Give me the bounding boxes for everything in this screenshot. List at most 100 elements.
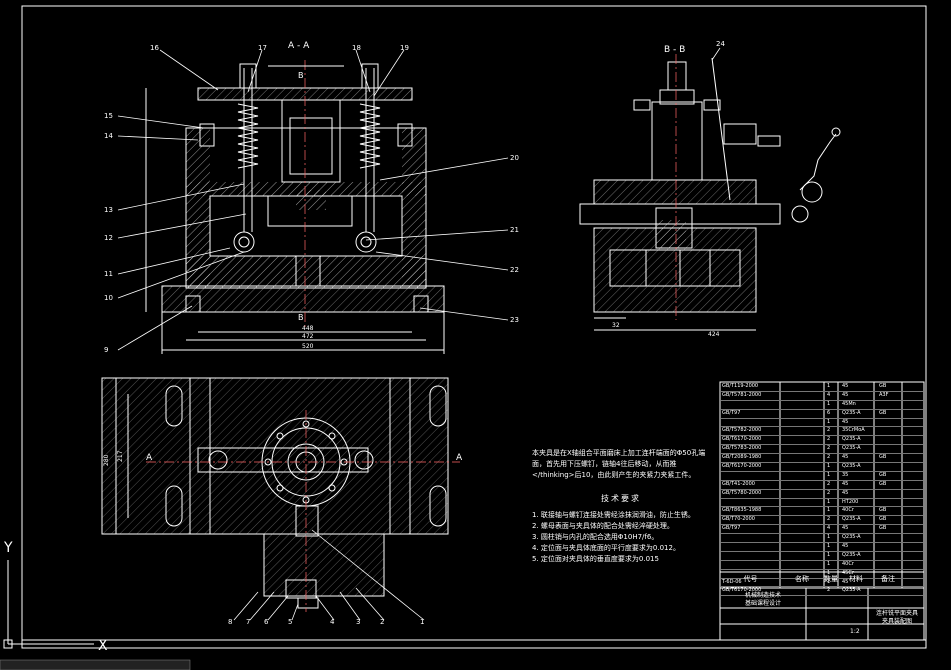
callout-number: 3 — [356, 618, 361, 626]
bom-cell: GB/T6170-2000 — [722, 587, 762, 594]
bom-cell: Q235-A — [842, 551, 861, 558]
bom-cell: 45 — [842, 454, 849, 461]
callout-number: 24 — [716, 40, 725, 48]
callout-number: 8 — [228, 618, 233, 626]
dim-424: 424 — [708, 331, 720, 338]
bom-cell: GB/T5781-2000 — [722, 391, 762, 398]
callout-number: 15 — [104, 112, 113, 120]
dim-520: 520 — [302, 343, 314, 350]
bom-cell — [781, 516, 826, 524]
bom-cell: 1 — [827, 551, 831, 558]
callout-number: 9 — [104, 346, 109, 354]
bom-cell: 1 — [827, 578, 831, 585]
bom-cell — [878, 534, 907, 542]
bom-cell: GB — [879, 507, 887, 514]
bom-cell: GB — [879, 516, 887, 523]
bom-header-qty: 数量 — [824, 575, 838, 583]
bom-cell — [721, 534, 781, 542]
bom-cell: GB/T5782-2000 — [722, 427, 762, 434]
bom-cell: 1 — [827, 534, 831, 541]
bom-cell: GB — [879, 454, 887, 461]
bom-cell — [781, 454, 826, 462]
bom-cell: Q235-A — [842, 445, 861, 452]
dim-448: 448 — [302, 325, 314, 332]
bom-cell: GB — [879, 383, 887, 389]
callout-number: 4 — [330, 618, 335, 626]
bom-cell: Q235-A — [842, 409, 861, 416]
bom-cell — [721, 543, 781, 551]
bom-cell — [721, 561, 781, 569]
notes-block: 本夹具是在X轴组合平面磨床上加工连杆端面的Φ50孔端面，首先用下压螺钉，链轴4往… — [532, 448, 710, 565]
bom-cell: 4 — [827, 525, 831, 532]
bom-cell: 1 — [827, 507, 831, 514]
bom-cell: Q235-A — [842, 436, 861, 443]
bom-cell: 45 — [842, 578, 849, 585]
tech-requirement-item: 3. 圆柱销与内孔的配合选用Φ10H7/f6。 — [532, 533, 659, 541]
callout-number: 2 — [380, 618, 385, 626]
bom-header-name: 名称 — [795, 575, 809, 583]
bom-cell — [878, 543, 907, 551]
model-layout-tabs[interactable] — [0, 659, 191, 670]
bom-cell: 1 — [827, 498, 831, 505]
section-b-bottom: B — [298, 313, 304, 322]
bom-cell: 45 — [842, 391, 849, 398]
callout-number: 20 — [510, 154, 519, 162]
title-block-drawing-name: 连杆铣平面夹具 夹具装配图 — [875, 610, 918, 625]
bom-cell: GB/T97 — [722, 525, 741, 532]
bom-cell: 45Cr — [842, 569, 854, 576]
bom-cell: 2 — [827, 480, 831, 487]
tech-requirements-heading: 技术要求 — [601, 494, 641, 503]
bom-cell: GB/T2089-1980 — [722, 454, 762, 461]
callout-number: 12 — [104, 234, 113, 242]
bom-cell: 1 — [827, 383, 831, 389]
bom-cell: GB — [879, 471, 887, 478]
bom-cell — [781, 392, 826, 400]
callout-number: 18 — [352, 44, 361, 52]
bom-cell: 35CrMoA — [842, 427, 865, 434]
bom-cell: 40Cr — [842, 507, 854, 514]
bom-cell: GB/T70-2000 — [722, 516, 755, 523]
section-aa-label: A - A — [288, 41, 310, 51]
drawing-frame — [21, 5, 927, 649]
bom-cell: 2 — [827, 516, 831, 523]
section-a-right: A — [456, 453, 463, 463]
callout-number: 7 — [246, 618, 251, 626]
bom-cell: 1 — [827, 418, 831, 425]
bom-cell: Q235-A — [842, 463, 861, 470]
bom-header-material: 材料 — [849, 575, 863, 583]
bom-cell — [878, 552, 907, 560]
bom-cell — [781, 534, 826, 542]
section-a-left: A — [146, 453, 153, 463]
bom-cell: GB/T41-2000 — [722, 480, 755, 487]
bom-cell: GB/T119-2000 — [722, 383, 759, 389]
bom-cell — [781, 561, 826, 569]
bom-cell — [781, 507, 826, 515]
ucs-x-label: X — [98, 638, 108, 654]
title-block-school: 机械制造技术 基础课程设计 — [744, 592, 781, 607]
dim-472: 472 — [302, 333, 314, 340]
bom-cell — [781, 401, 826, 409]
bom-cell: 4 — [827, 391, 831, 398]
bom-cell: 45 — [842, 525, 849, 532]
bom-cell — [878, 419, 907, 427]
bom-cell: Q235-A — [842, 534, 861, 541]
bom-cell — [878, 427, 907, 435]
bom-cell: 1 — [827, 543, 831, 550]
bom-cell — [781, 410, 826, 418]
bom-cell: 2 — [827, 436, 831, 443]
bom-cell — [781, 472, 826, 480]
bom-cell — [781, 463, 826, 471]
top-view — [101, 377, 460, 612]
notes-intro: 本夹具是在X轴组合平面磨床上加工连杆端面的Φ50孔端面，首先用下压螺钉，链轴4往… — [532, 449, 706, 479]
